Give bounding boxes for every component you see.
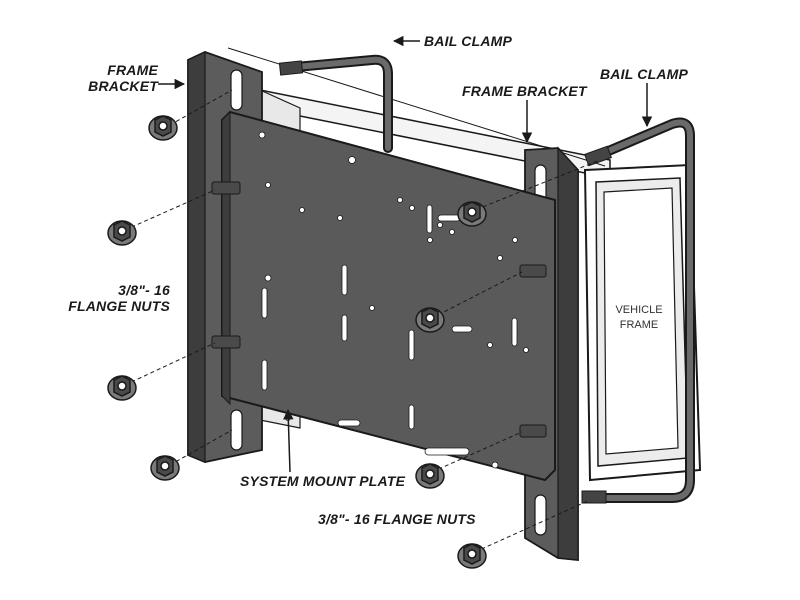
flange-nut-3: [107, 375, 137, 401]
label-vehicle-frame-line2: FRAME: [619, 319, 659, 331]
label-flange-nuts-bottom: 3/8"- 16 FLANGE NUTS: [318, 511, 476, 527]
bail-clamp-right: [581, 117, 695, 504]
label-vehicle-frame-line1: VEHICLE: [615, 304, 663, 316]
label-flange-nuts-left: 3/8"- 16 FLANGE NUTS: [60, 282, 170, 314]
label-bail-clamp-right: BAIL CLAMP: [600, 66, 689, 82]
studs: [211, 181, 547, 438]
flange-nut-2: [107, 220, 137, 246]
label-vehicle-frame: VEHICLE FRAME: [604, 303, 674, 333]
label-flange-nuts-left-line2: FLANGE NUTS: [68, 298, 170, 314]
flange-nut-4: [150, 455, 180, 481]
assembly-lines: [124, 89, 601, 553]
flange-nut-1: [148, 115, 178, 141]
label-frame-bracket-right: FRAME BRACKET: [462, 83, 587, 99]
label-bail-clamp-top: BAIL CLAMP: [424, 33, 513, 49]
flange-nuts: [107, 115, 487, 569]
flange-nut-5: [457, 201, 487, 227]
callout-arrows: [158, 35, 653, 473]
label-flange-nuts-left-line1: 3/8"- 16: [118, 282, 170, 298]
system-mount-plate: [221, 110, 556, 482]
bail-clamp-top: [278, 54, 393, 153]
label-frame-bracket-left-line2: BRACKET: [88, 78, 158, 94]
label-system-mount-plate: SYSTEM MOUNT PLATE: [240, 473, 406, 489]
flange-nut-8: [457, 543, 487, 569]
flange-nut-6: [415, 307, 445, 333]
label-frame-bracket-left-line1: FRAME: [107, 62, 158, 78]
label-frame-bracket-left: FRAME BRACKET: [78, 62, 158, 94]
flange-nut-7: [415, 463, 445, 489]
